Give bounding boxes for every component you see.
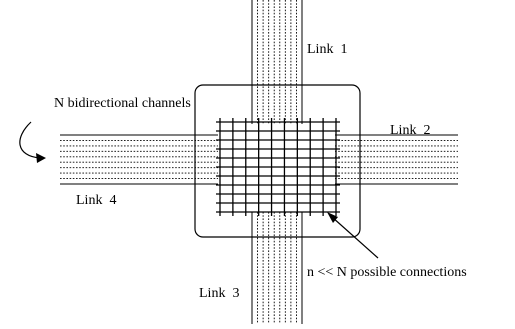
link-3-channel-bundle [251,212,303,324]
link-3-label: Link 3 [199,286,239,301]
link-1-channel-bundle [251,0,303,124]
link-4-channel-bundle [60,134,218,185]
channels-annotation: N bidirectional channels [54,96,191,111]
channels-arrowhead [36,153,46,163]
link-2-channel-bundle [335,134,458,185]
switch-box [194,84,361,238]
link-2-label: Link 2 [390,123,430,138]
crossbar-grid [216,118,340,216]
link-4-label: Link 4 [76,193,116,208]
channels-curved-arrow [19,121,41,159]
connections-arrow [331,216,379,259]
connections-arrowhead [327,212,338,223]
connections-annotation: n << N possible connections [307,265,467,280]
link-1-label: Link 1 [307,42,347,57]
